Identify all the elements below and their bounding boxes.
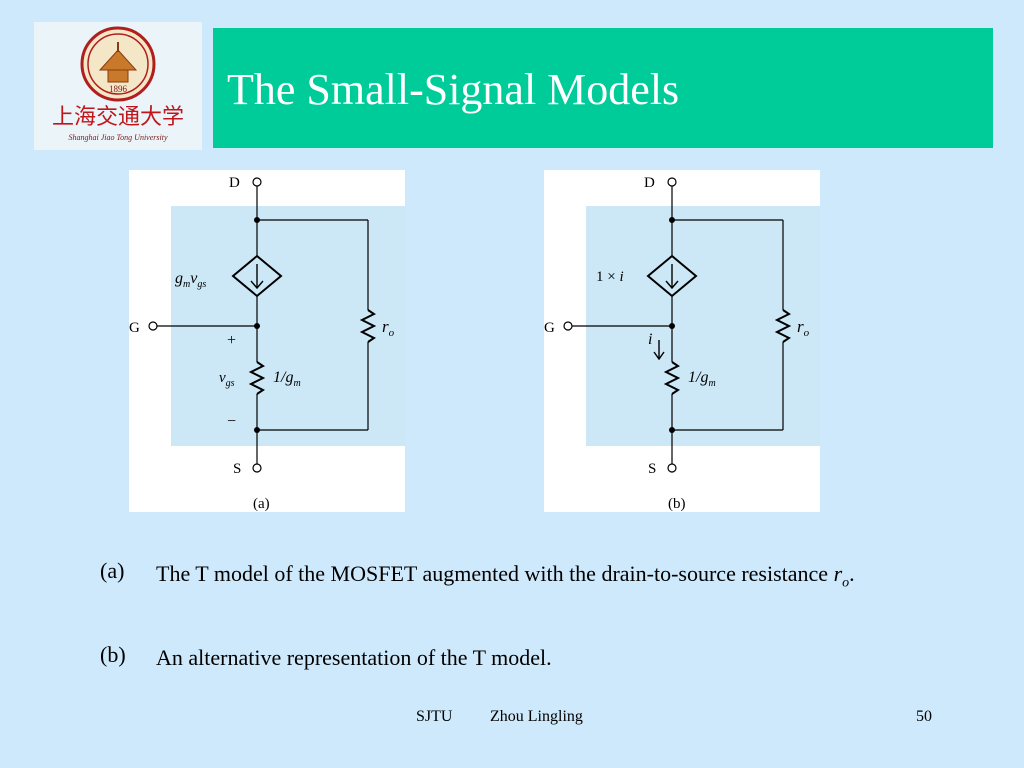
caption-a-text: The T model of the MOSFET augmented with…: [156, 561, 855, 591]
source-arrow-icon: [250, 280, 264, 290]
gm-resistor-label: 1/gm: [273, 369, 301, 389]
terminal-s-label: S: [648, 461, 656, 477]
terminal-d-label: D: [229, 175, 240, 191]
gm-resistor: [248, 361, 266, 395]
terminal-g-node: [148, 321, 158, 331]
footer-org: SJTU: [416, 708, 453, 725]
terminal-s-node: [252, 463, 262, 473]
terminal-g-label: G: [544, 320, 555, 336]
current-arrow-icon: [653, 351, 665, 361]
terminal-s-node: [667, 463, 677, 473]
vgs-label: vgs: [219, 370, 235, 389]
terminal-d-label: D: [644, 175, 655, 191]
current-label: i: [648, 331, 652, 348]
figure-a: D ro gmvgs G + vgs 1/gm − S (: [129, 170, 405, 512]
page-title: The Small-Signal Models: [227, 65, 680, 114]
ro-label: ro: [382, 317, 395, 339]
ro-resistor: [359, 309, 377, 343]
ro-resistor: [774, 309, 792, 343]
plus-sign: +: [227, 332, 236, 349]
university-logo: 1896 上海交通大学 Shanghai Jiao Tong Universit…: [34, 22, 202, 150]
figure-b-caption: (b): [668, 496, 686, 512]
gm-resistor-label: 1/gm: [688, 369, 716, 389]
figure-a-caption: (a): [253, 496, 270, 512]
page-number: 50: [916, 708, 932, 725]
logo-year: 1896: [109, 84, 128, 94]
terminal-d-node: [667, 177, 677, 187]
title-bar: The Small-Signal Models: [213, 28, 993, 148]
terminal-g-node: [563, 321, 573, 331]
caption-b-label: (b): [100, 642, 126, 667]
source-arrow-icon: [665, 280, 679, 290]
logo-chinese-name: 上海交通大学: [52, 105, 184, 130]
caption-b-text: An alternative representation of the T m…: [156, 645, 552, 670]
footer-author: Zhou Lingling: [490, 708, 583, 725]
logo-emblem-icon: 1896 上海交通大学 Shanghai Jiao Tong Universit…: [52, 26, 184, 142]
source-label: 1 × i: [596, 269, 624, 285]
caption-a-label: (a): [100, 558, 125, 583]
terminal-d-node: [252, 177, 262, 187]
terminal-s-label: S: [233, 461, 241, 477]
figure-b: D ro 1 × i G i 1/gm S: [544, 170, 820, 512]
source-label: gmvgs: [175, 270, 206, 290]
gm-resistor: [663, 361, 681, 395]
terminal-g-label: G: [129, 320, 140, 336]
logo-english-name: Shanghai Jiao Tong University: [68, 133, 167, 142]
minus-sign: −: [227, 413, 236, 430]
ro-label: ro: [797, 317, 810, 339]
